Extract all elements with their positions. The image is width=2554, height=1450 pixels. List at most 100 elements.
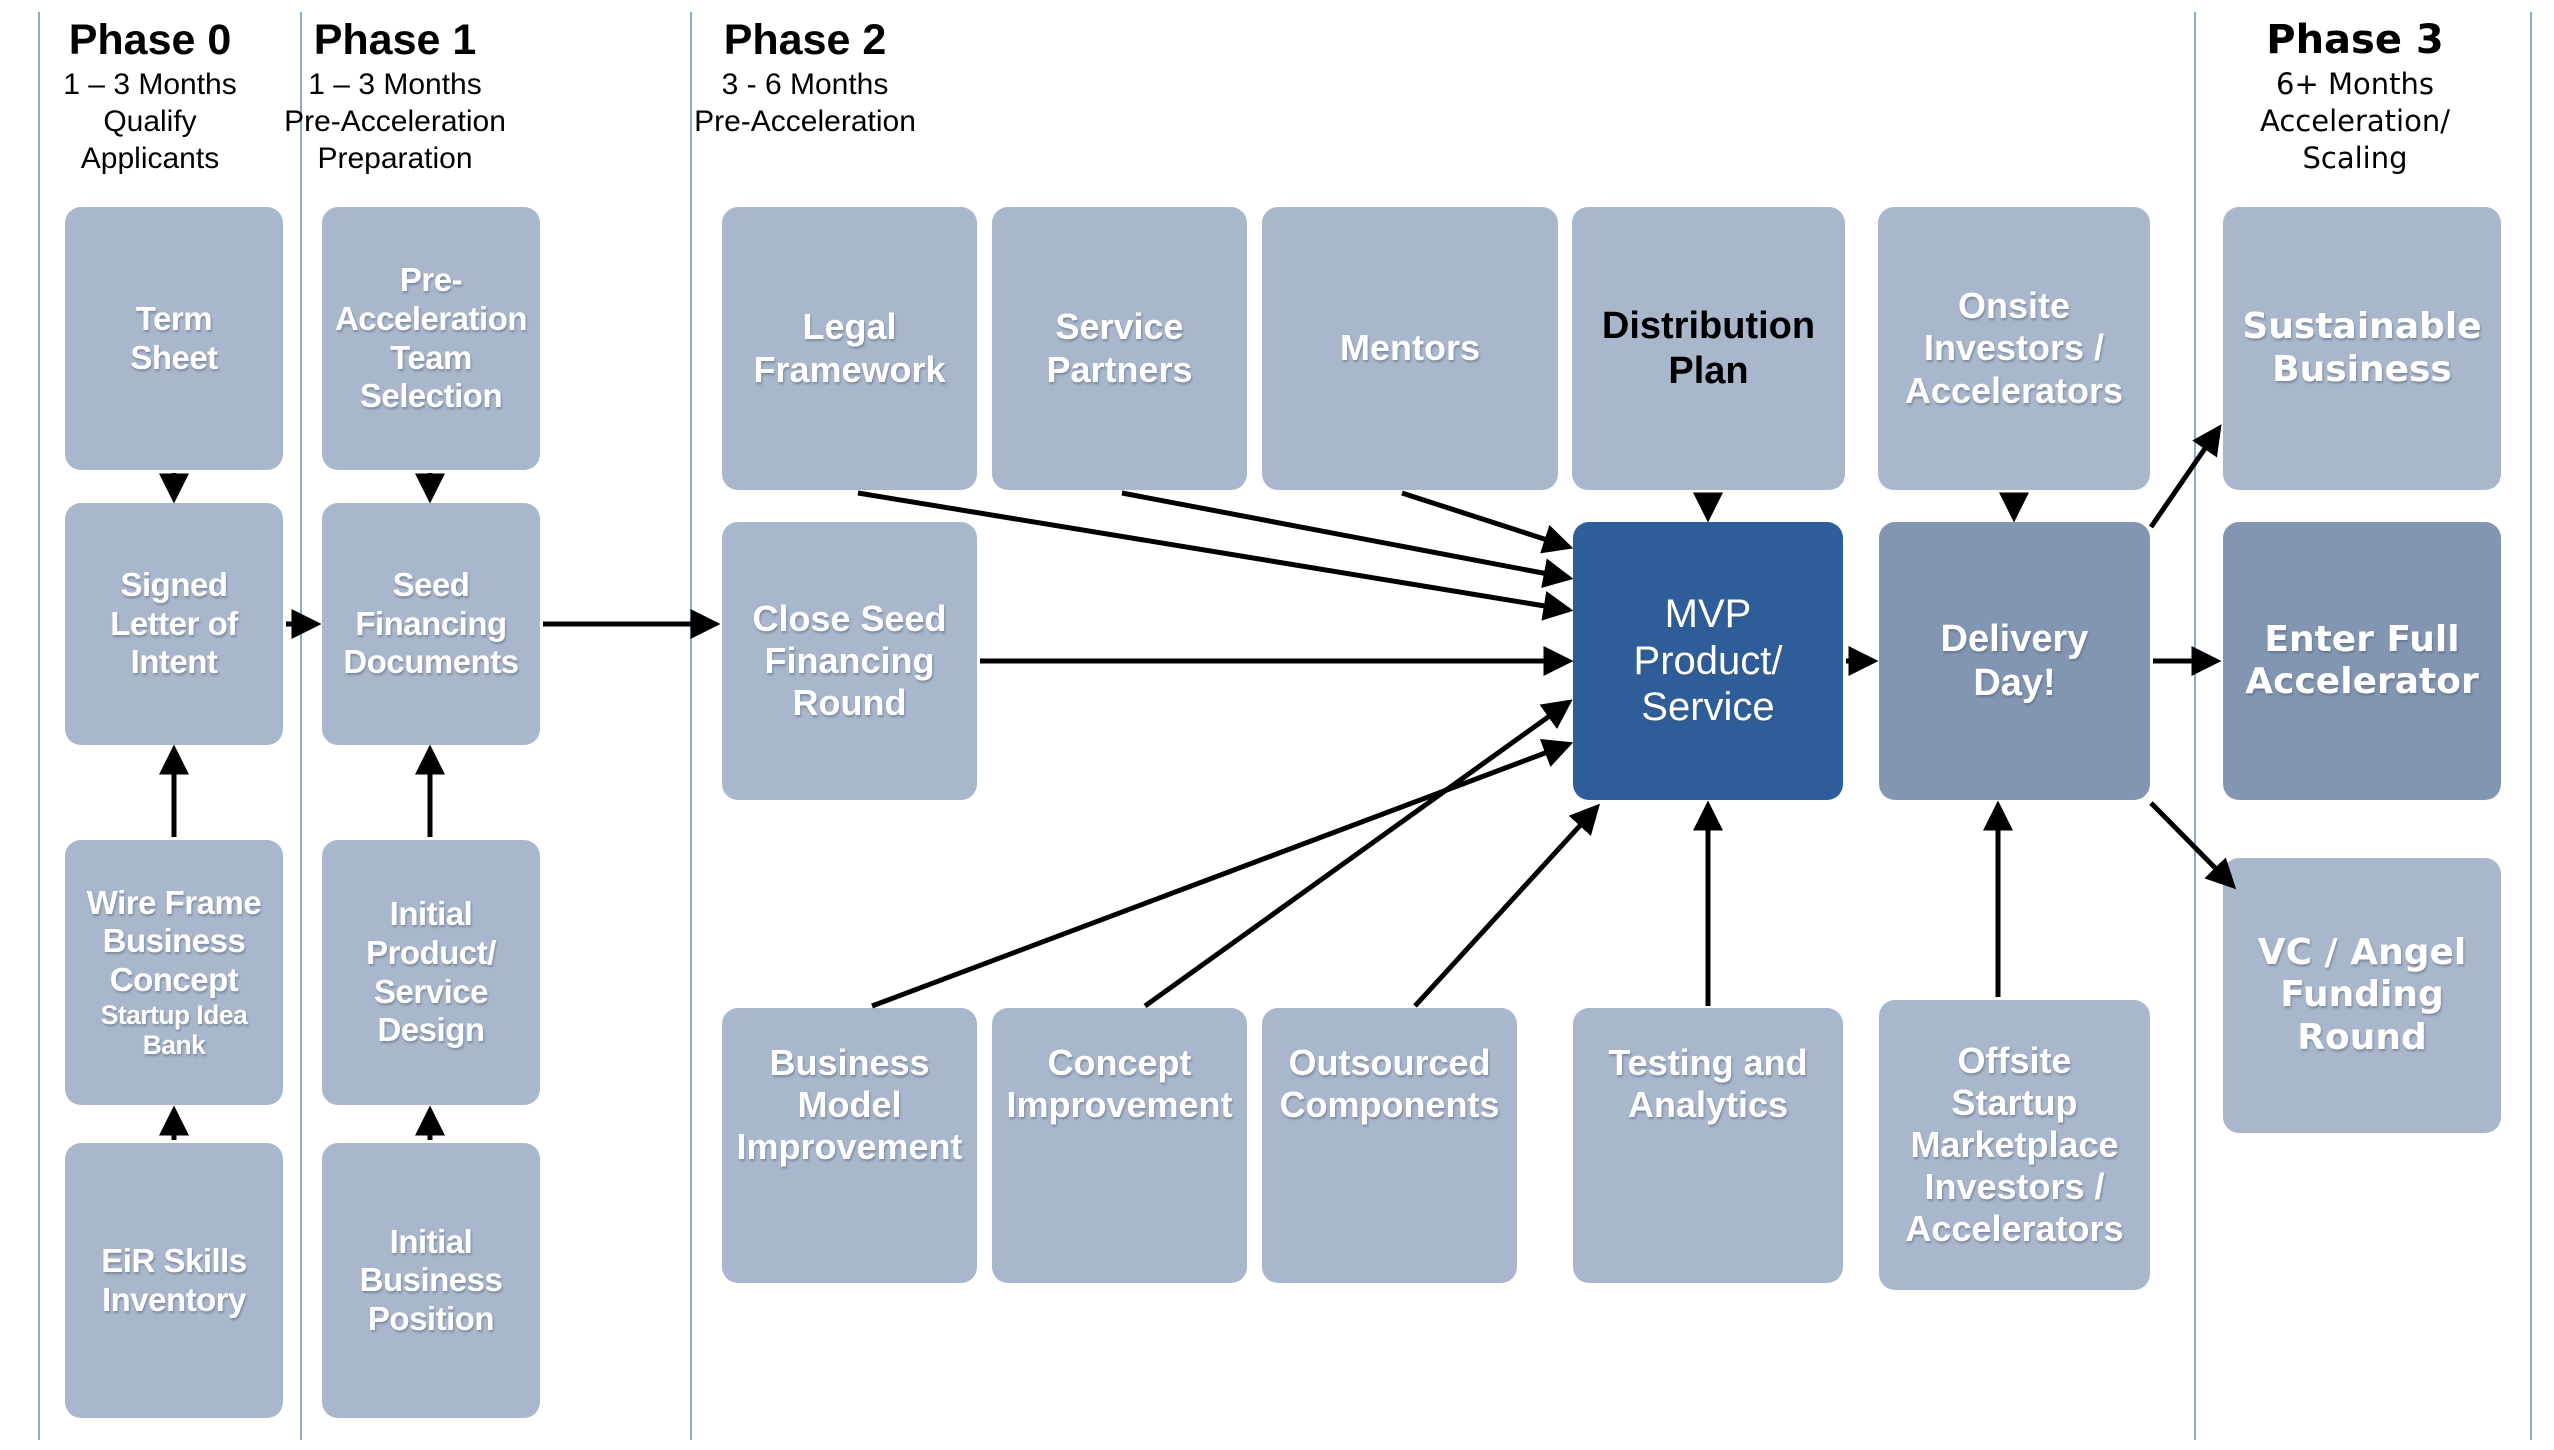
box-label-line: Round xyxy=(792,682,907,724)
box-label-line: Service xyxy=(1641,685,1775,730)
box-label-line: Acceleration xyxy=(334,299,528,337)
phase-subtitle-line: 1 – 3 Months xyxy=(308,68,482,101)
box-label-line: Mentors xyxy=(1339,327,1480,369)
phase-divider-line xyxy=(690,12,692,1440)
box-label-line: Concept xyxy=(1047,1042,1192,1083)
box-label-line: Marketplace xyxy=(1910,1123,2119,1165)
box-label-line: Framework xyxy=(753,348,946,390)
box-label-line: Startup Idea Bank xyxy=(100,999,248,1061)
box-label-line: Improvement xyxy=(1006,1084,1233,1126)
box-label-line: Product/ xyxy=(366,933,496,971)
box-label-line: Day! xyxy=(1973,662,2056,704)
box-label-line: Close Seed xyxy=(752,597,947,639)
box-label-line: Intent xyxy=(130,643,218,681)
box-label-line: Business xyxy=(2272,348,2452,390)
box-label-line: Business xyxy=(102,922,246,960)
phase-subtitle-line: Scaling xyxy=(2302,141,2408,175)
box-label-line: Accelerators xyxy=(1904,369,2124,411)
box-label-line: Letter of xyxy=(110,604,238,642)
box-label-line: Onsite xyxy=(1957,285,2071,327)
phase-divider-line xyxy=(2194,12,2196,1440)
box-label-line: Accelerator xyxy=(2245,661,2479,702)
box-label-line: Startup xyxy=(1951,1081,2078,1123)
phase-subtitle-line: Applicants xyxy=(80,142,220,175)
box-label-line: Term xyxy=(135,299,213,337)
box-label-line: Selection xyxy=(359,377,503,415)
box-label-line: Inventory xyxy=(101,1280,247,1318)
box-label-line: Offsite xyxy=(1957,1039,2072,1081)
flow-arrow-mentors-to-mvp xyxy=(1401,490,1574,554)
flow-arrow-outsourced-to-mvp xyxy=(1413,803,1601,1008)
box-label-line: VC / Angel xyxy=(2257,932,2467,974)
box-label-line: Investors / xyxy=(1924,1166,2105,1208)
box-label-line: Sheet xyxy=(130,338,218,376)
flow-arrow-delivery-to-vc-angel xyxy=(2149,801,2237,890)
box-label-line: Seed xyxy=(392,566,470,604)
phase-subtitle-line: 1 – 3 Months xyxy=(63,68,237,101)
box-label-line: Service xyxy=(1055,306,1184,348)
box-label-line: Partners xyxy=(1046,348,1193,390)
box-label-line: Pre- xyxy=(399,261,463,299)
box-label-line: Product/ xyxy=(1633,638,1783,683)
box-label-line: Service xyxy=(374,972,488,1010)
box-label-line: Legal xyxy=(802,306,897,348)
box-label-line: Model xyxy=(797,1084,902,1126)
phase-title: Phase 0 xyxy=(68,16,232,64)
flow-arrow-concept-to-mvp xyxy=(1143,699,1573,1009)
phase-divider-line xyxy=(2530,12,2532,1440)
phase-subtitle-line: 6+ Months xyxy=(2276,67,2434,101)
box-label-line: Sustainable xyxy=(2242,306,2482,348)
phase-subtitle-line: Pre-Acceleration xyxy=(694,105,916,138)
box-label-line: Improvement xyxy=(736,1126,963,1168)
box-label-line: Testing and xyxy=(1608,1042,1808,1083)
box-label-line: Plan xyxy=(1668,349,1749,392)
box-label-line: Distribution xyxy=(1601,305,1816,348)
phase-subtitle-line: Preparation xyxy=(317,142,473,175)
box-label-line: Funding xyxy=(2280,974,2444,1016)
phase-subtitle-line: Acceleration/ xyxy=(2260,104,2450,138)
phase-title: Phase 1 xyxy=(313,16,477,64)
box-label-line: Components xyxy=(1279,1084,1500,1126)
box-label-line: Investors / xyxy=(1923,327,2105,369)
box-label-line: Financing xyxy=(764,639,935,681)
phase-title: Phase 3 xyxy=(2266,17,2444,63)
box-label-line: Financing xyxy=(355,604,507,642)
phase-divider-line xyxy=(38,12,40,1440)
mentors-box: Mentors xyxy=(1262,207,1558,490)
box-label-line: Business xyxy=(769,1042,930,1083)
box-label-line: Outsourced xyxy=(1288,1042,1491,1083)
flow-arrow-service-to-mvp xyxy=(1121,490,1574,588)
box-label-line: Wire Frame xyxy=(86,883,262,921)
box-label-line: Concept xyxy=(109,960,239,998)
box-label-line: Initial xyxy=(389,1222,473,1260)
box-label-line: Team xyxy=(390,338,472,376)
phase-subtitle-line: Qualify xyxy=(103,105,197,138)
box-label-line: Analytics xyxy=(1627,1084,1789,1126)
